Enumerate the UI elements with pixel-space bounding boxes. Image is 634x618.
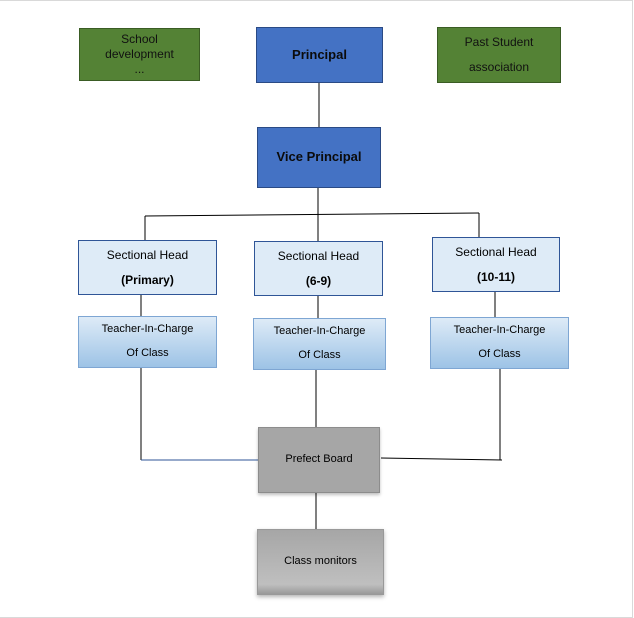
- connector-branch-horizontal: [144, 212, 480, 217]
- teacher-in-charge-box-1: Teacher-In-Charge Of Class: [78, 316, 217, 368]
- past-student-association-box: Past Student association: [437, 27, 561, 83]
- school-development-line1: School: [121, 32, 158, 46]
- class-monitors-box: Class monitors: [257, 529, 384, 595]
- connector-prefect-right: [380, 457, 503, 461]
- sectional-head-primary-box: Sectional Head (Primary): [78, 240, 217, 295]
- teacher-in-charge-box-3: Teacher-In-Charge Of Class: [430, 317, 569, 369]
- teacher-in-charge-box-2: Teacher-In-Charge Of Class: [253, 318, 386, 370]
- teacher-3-line2: Of Class: [478, 348, 521, 360]
- sectional-head-6-9-box: Sectional Head (6-9): [254, 241, 383, 296]
- sectional-head-10-11-box: Sectional Head (10-11): [432, 237, 560, 292]
- school-development-line3: ...: [134, 62, 145, 76]
- school-development-box: School development ...: [79, 28, 200, 81]
- sectional-head-6-9-line1: Sectional Head: [277, 248, 360, 263]
- sectional-head-6-9-line2: (6-9): [305, 273, 332, 288]
- past-student-line2: association: [468, 60, 530, 74]
- sectional-head-10-11-line2: (10-11): [476, 269, 516, 284]
- sectional-head-primary-line1: Sectional Head: [106, 247, 189, 262]
- class-monitors-label: Class monitors: [284, 555, 357, 568]
- prefect-board-box: Prefect Board: [258, 427, 380, 493]
- sectional-head-primary-line2: (Primary): [121, 272, 174, 287]
- teacher-3-line1: Teacher-In-Charge: [453, 324, 546, 337]
- prefect-board-label: Prefect Board: [285, 453, 353, 466]
- vice-principal-box: Vice Principal: [257, 127, 381, 188]
- teacher-1-line2: Of Class: [126, 347, 169, 359]
- teacher-2-line1: Teacher-In-Charge: [273, 325, 366, 338]
- past-student-line1: Past Student: [464, 35, 534, 49]
- teacher-2-line2: Of Class: [298, 349, 341, 361]
- school-development-line2: development: [105, 47, 174, 61]
- principal-box: Principal: [256, 27, 383, 83]
- principal-label: Principal: [292, 46, 347, 62]
- sectional-head-10-11-line1: Sectional Head: [455, 244, 537, 259]
- teacher-1-line1: Teacher-In-Charge: [101, 323, 194, 336]
- vice-principal-label: Vice Principal: [276, 149, 362, 165]
